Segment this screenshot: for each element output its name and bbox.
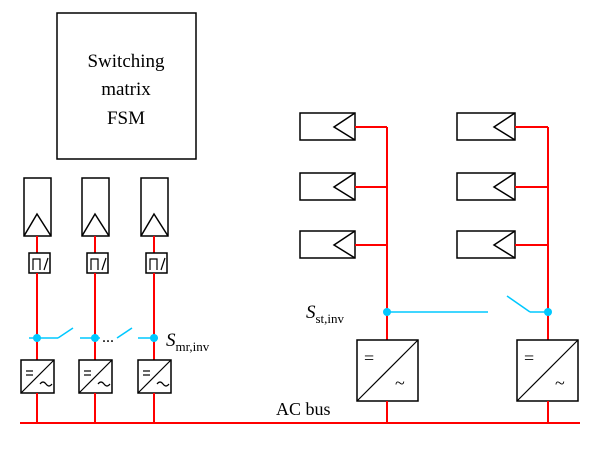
string-inverter: = ~ xyxy=(516,339,579,402)
junction-dot xyxy=(150,334,158,342)
fsm-label-line1: Switching xyxy=(87,51,165,72)
fsm-label-line3: FSM xyxy=(107,108,145,129)
left-string-3 xyxy=(137,177,172,423)
pv-panel-horizontal xyxy=(299,230,356,259)
pv-panel-horizontal xyxy=(299,112,356,141)
ac-bus-label: AC bus xyxy=(276,399,331,419)
pv-panel-horizontal xyxy=(299,172,356,201)
string-inverter: = ~ xyxy=(356,339,419,402)
pv-diode-mark xyxy=(81,212,110,237)
micro-inverter xyxy=(20,359,55,394)
junction-dot xyxy=(544,308,552,316)
s-st-inv-label: Sst,inv xyxy=(306,302,345,326)
left-string-1 xyxy=(20,177,55,423)
pv-panel-horizontal xyxy=(456,112,516,141)
ellipsis-label: ... xyxy=(102,329,114,346)
fsm-label-line2: matrix xyxy=(101,79,151,100)
right-switch-bus xyxy=(383,295,552,316)
optimizer-switch-box xyxy=(86,252,109,274)
junction-dot xyxy=(91,334,99,342)
pv-panel-horizontal xyxy=(456,230,516,259)
optimizer-switch-box xyxy=(28,252,51,274)
switch-blade xyxy=(57,327,74,339)
switching-matrix-fsm-box: Switching matrix FSM xyxy=(56,12,197,160)
pv-panel-horizontal xyxy=(456,172,516,201)
pv-diode-mark xyxy=(140,212,169,237)
dc-symbol: = xyxy=(524,348,534,368)
dc-symbol: = xyxy=(364,348,374,368)
junction-dot xyxy=(33,334,41,342)
switch-blade xyxy=(506,295,531,313)
right-string: = ~ xyxy=(456,112,579,423)
ac-symbol: ~ xyxy=(395,373,405,393)
left-switch-bus: ... xyxy=(29,327,158,346)
left-string-2 xyxy=(78,177,113,423)
switch-blade xyxy=(116,327,133,339)
pv-panel-vertical xyxy=(140,177,169,237)
middle-string: = ~ xyxy=(299,112,419,423)
optimizer-switch-box xyxy=(145,252,168,274)
s-mr-inv-label: Smr,inv xyxy=(166,330,210,354)
pv-panel-vertical xyxy=(23,177,52,237)
ac-symbol: ~ xyxy=(555,373,565,393)
pv-panel-vertical xyxy=(81,177,110,237)
micro-inverter xyxy=(78,359,113,394)
micro-inverter xyxy=(137,359,172,394)
pv-diode-mark xyxy=(23,212,52,237)
junction-dot xyxy=(383,308,391,316)
